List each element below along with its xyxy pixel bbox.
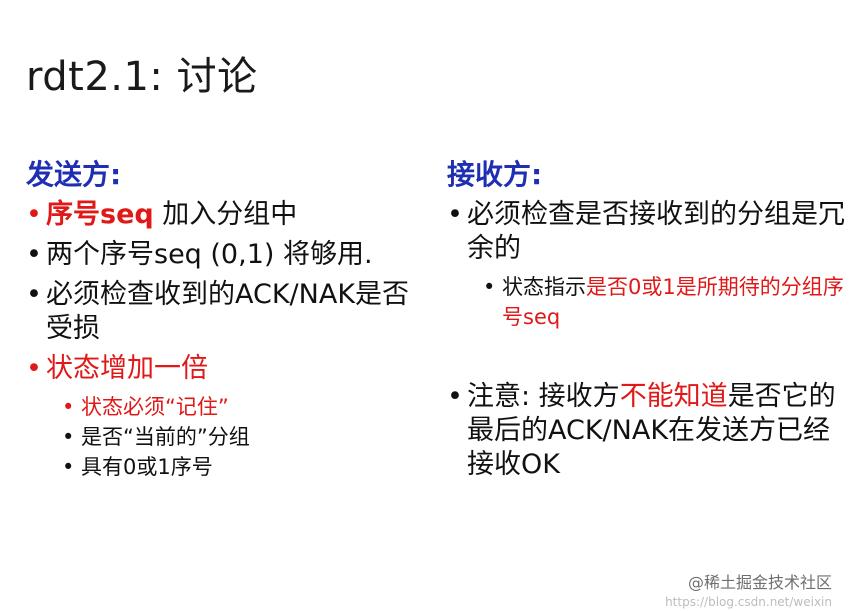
bullet-text: 必须检查是否接收到的分组是冗余的 [467, 199, 845, 264]
bullet-dot: • [447, 381, 463, 412]
sub-bullet-dot: • [483, 275, 496, 299]
sender-sub-remember: • 状态必须“记住” [26, 392, 426, 422]
sender-sub-current: • 是否“当前的”分组 [26, 422, 426, 452]
bullet-dot: • [447, 199, 463, 230]
sender-bullet-seq: • 序号seq 加入分组中 [26, 198, 426, 232]
bullet-text: 状态增加一倍 [46, 353, 208, 384]
sub-bullet-text: 具有0或1序号 [81, 455, 213, 479]
seq-highlight: 序号seq [46, 199, 154, 230]
watermark: @稀土掘金技术社区 [687, 573, 832, 592]
receiver-sub-state: • 状态指示是否0或1是所期待的分组序号seq [447, 272, 847, 332]
receiver-bullet-redundant: • 必须检查是否接收到的分组是冗余的 [447, 198, 847, 266]
seq-rest: 加入分组中 [153, 199, 298, 230]
sender-sub-seq01: • 具有0或1序号 [26, 452, 426, 482]
bullet-dot: • [26, 239, 42, 270]
sub-bullet-dot: • [62, 395, 75, 419]
sub-bullet-dot: • [62, 425, 75, 449]
sender-bullet-state-double: • 状态增加一倍 [26, 352, 426, 386]
bullet-text: 两个序号seq (0,1) 将够用. [46, 239, 373, 270]
note-highlight: 不能知道 [619, 381, 728, 412]
bullet-dot: • [26, 279, 42, 310]
slide-title: rdt2.1: 讨论 [26, 54, 258, 100]
sender-bullet-two-seq: • 两个序号seq (0,1) 将够用. [26, 238, 426, 272]
sender-column: 发送方: • 序号seq 加入分组中 • 两个序号seq (0,1) 将够用. … [26, 156, 426, 482]
sub-bullet-dot: • [62, 455, 75, 479]
bullet-text: 必须检查收到的ACK/NAK是否受损 [46, 279, 410, 344]
sender-heading: 发送方: [26, 158, 122, 191]
note-suffix: 是否它的最后的ACK/NAK在发送方已经接收OK [467, 381, 836, 480]
note-prefix: 注意: 接收方 [467, 381, 620, 412]
sub-bullet-highlight: 是否0或1是所期待的分组序号seq [502, 275, 844, 329]
receiver-bullet-note: • 注意: 接收方不能知道是否它的最后的ACK/NAK在发送方已经接收OK [447, 380, 847, 482]
receiver-column: 接收方: • 必须检查是否接收到的分组是冗余的 • 状态指示是否0或1是所期待的… [447, 156, 847, 488]
watermark-url: https://blog.csdn.net/weixin [665, 595, 832, 609]
sub-bullet-text: 状态指示 [502, 275, 586, 299]
bullet-dot: • [26, 353, 42, 384]
sub-bullet-text: 是否“当前的”分组 [81, 425, 250, 449]
sender-bullet-check-ack: • 必须检查收到的ACK/NAK是否受损 [26, 278, 426, 346]
bullet-dot: • [26, 199, 42, 230]
sub-bullet-text: 状态必须“记住” [81, 395, 229, 419]
receiver-heading: 接收方: [447, 158, 543, 191]
